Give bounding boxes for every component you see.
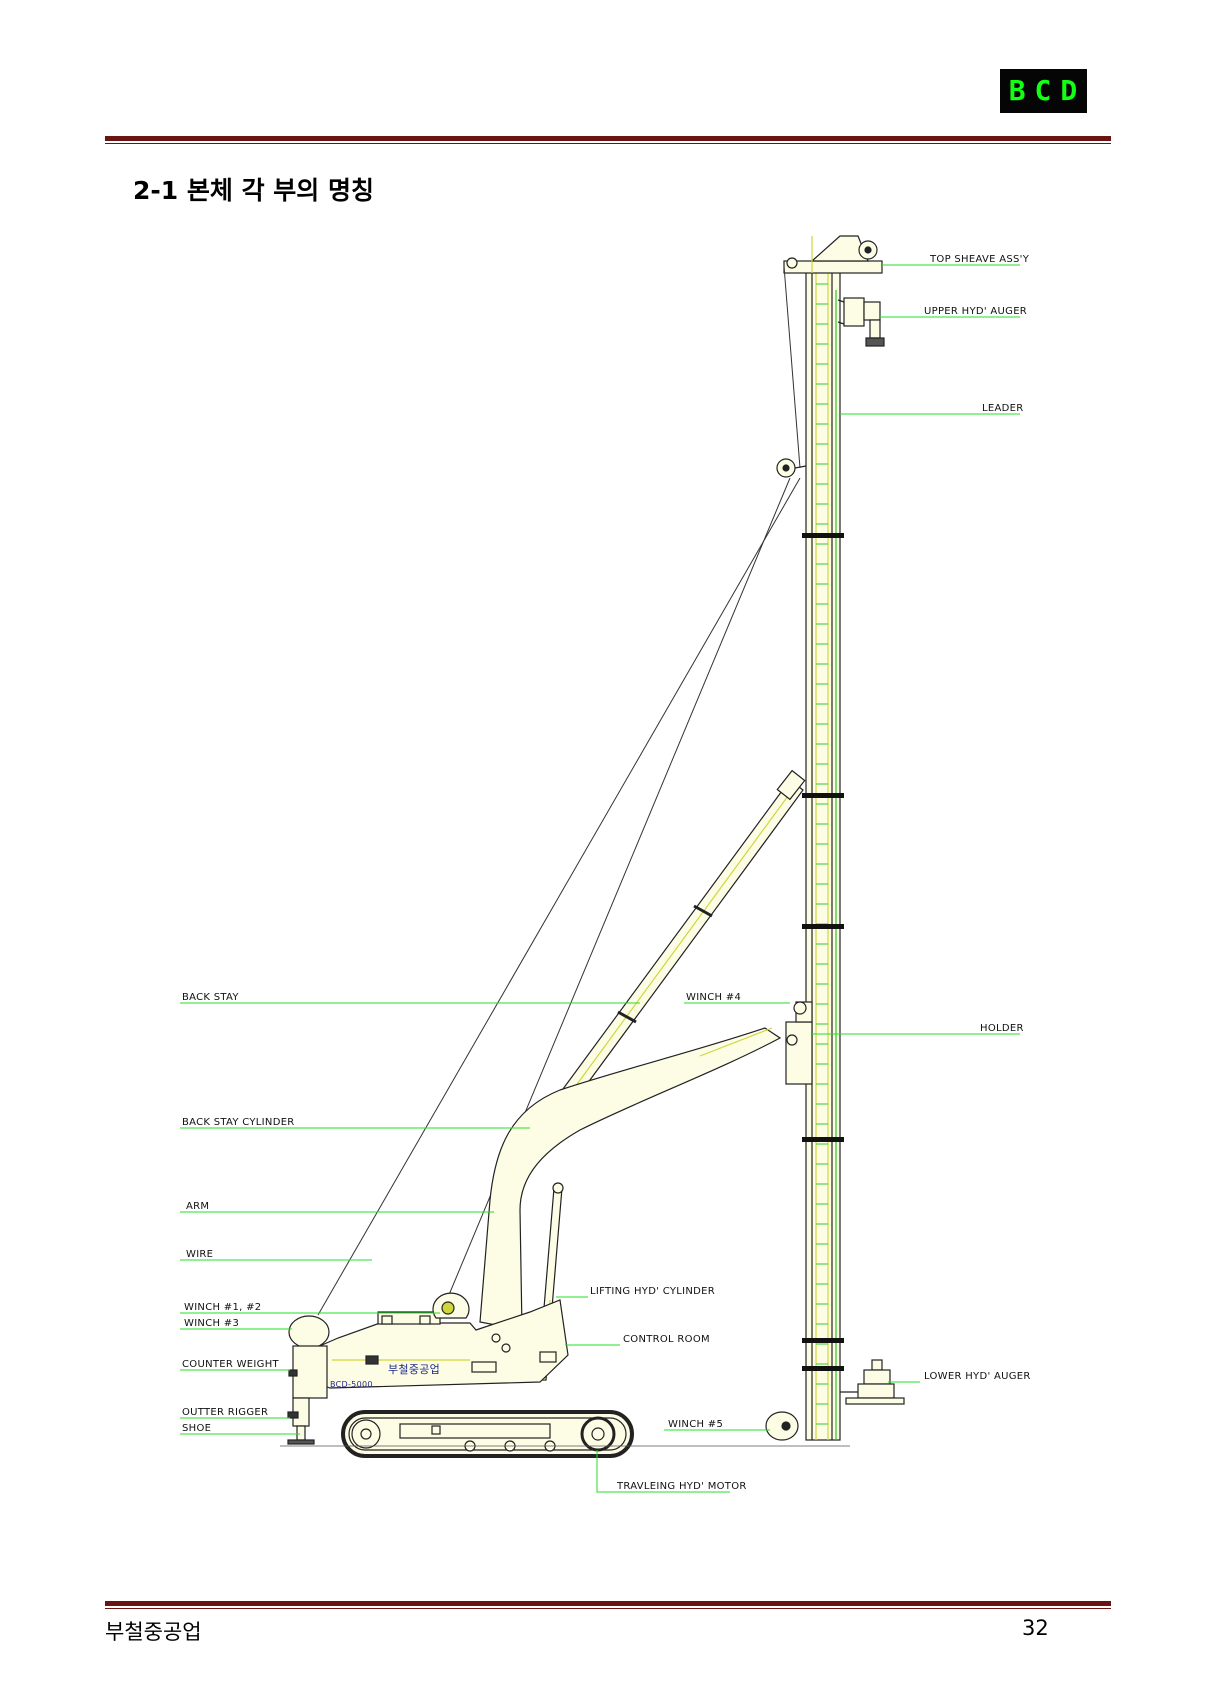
upper-pulley: [776, 458, 807, 478]
body-brand-text: 부철중공업: [388, 1363, 440, 1376]
footer-company: 부철중공업: [105, 1620, 202, 1644]
section-title: 2-1 본체 각 부의 명칭: [133, 176, 374, 205]
top-sheave: [783, 235, 883, 274]
callout-labels: TOP SHEAVE ASS'Y UPPER HYD' AUGER LEADER…: [182, 254, 1031, 1492]
label-arm: ARM: [186, 1201, 209, 1212]
label-wire: WIRE: [186, 1249, 213, 1260]
label-upper-auger: UPPER HYD' AUGER: [924, 306, 1027, 317]
label-back-stay-cylinder: BACK STAY CYLINDER: [182, 1117, 295, 1128]
label-winch-3: WINCH #3: [184, 1318, 239, 1329]
winch-1-2-drum: [432, 1292, 470, 1319]
body-model-text: BCD-5000: [330, 1380, 373, 1389]
outrigger: [287, 1397, 315, 1445]
upper-auger: [837, 297, 885, 347]
label-shoe: SHOE: [182, 1423, 211, 1434]
lower-auger: [840, 1359, 905, 1405]
leader-rungs: [816, 283, 828, 1425]
label-leader: LEADER: [982, 403, 1024, 414]
winch-5-pulley: [765, 1411, 799, 1441]
wires: [317, 265, 801, 1316]
bcd-logo: BCD: [1000, 69, 1087, 113]
label-holder: HOLDER: [980, 1023, 1024, 1034]
label-control-room: CONTROL ROOM: [623, 1334, 710, 1345]
label-back-stay: BACK STAY: [182, 992, 239, 1003]
machine-body: [321, 1299, 569, 1389]
callout-lines: [180, 264, 1020, 1493]
counter-weight: [288, 1315, 330, 1399]
label-travel-motor: TRAVLEING HYD' MOTOR: [616, 1481, 747, 1492]
holder: [785, 1001, 813, 1085]
crawler-track: [341, 1410, 634, 1458]
footer-rule: [105, 1601, 1111, 1609]
label-lifting-cylinder: LIFTING HYD' CYLINDER: [590, 1286, 715, 1297]
label-winch-1-2: WINCH #1, #2: [184, 1302, 261, 1313]
leader-clamps: [802, 533, 844, 1371]
label-winch-4: WINCH #4: [686, 992, 741, 1003]
page-number: 32: [1022, 1616, 1049, 1640]
header-rule: [105, 136, 1111, 144]
label-top-sheave: TOP SHEAVE ASS'Y: [929, 254, 1030, 265]
label-lower-auger: LOWER HYD' AUGER: [924, 1371, 1031, 1382]
label-counter-weight: COUNTER WEIGHT: [182, 1359, 280, 1370]
label-outter-rigger: OUTTER RIGGER: [182, 1407, 268, 1418]
label-winch-5: WINCH #5: [668, 1419, 723, 1430]
